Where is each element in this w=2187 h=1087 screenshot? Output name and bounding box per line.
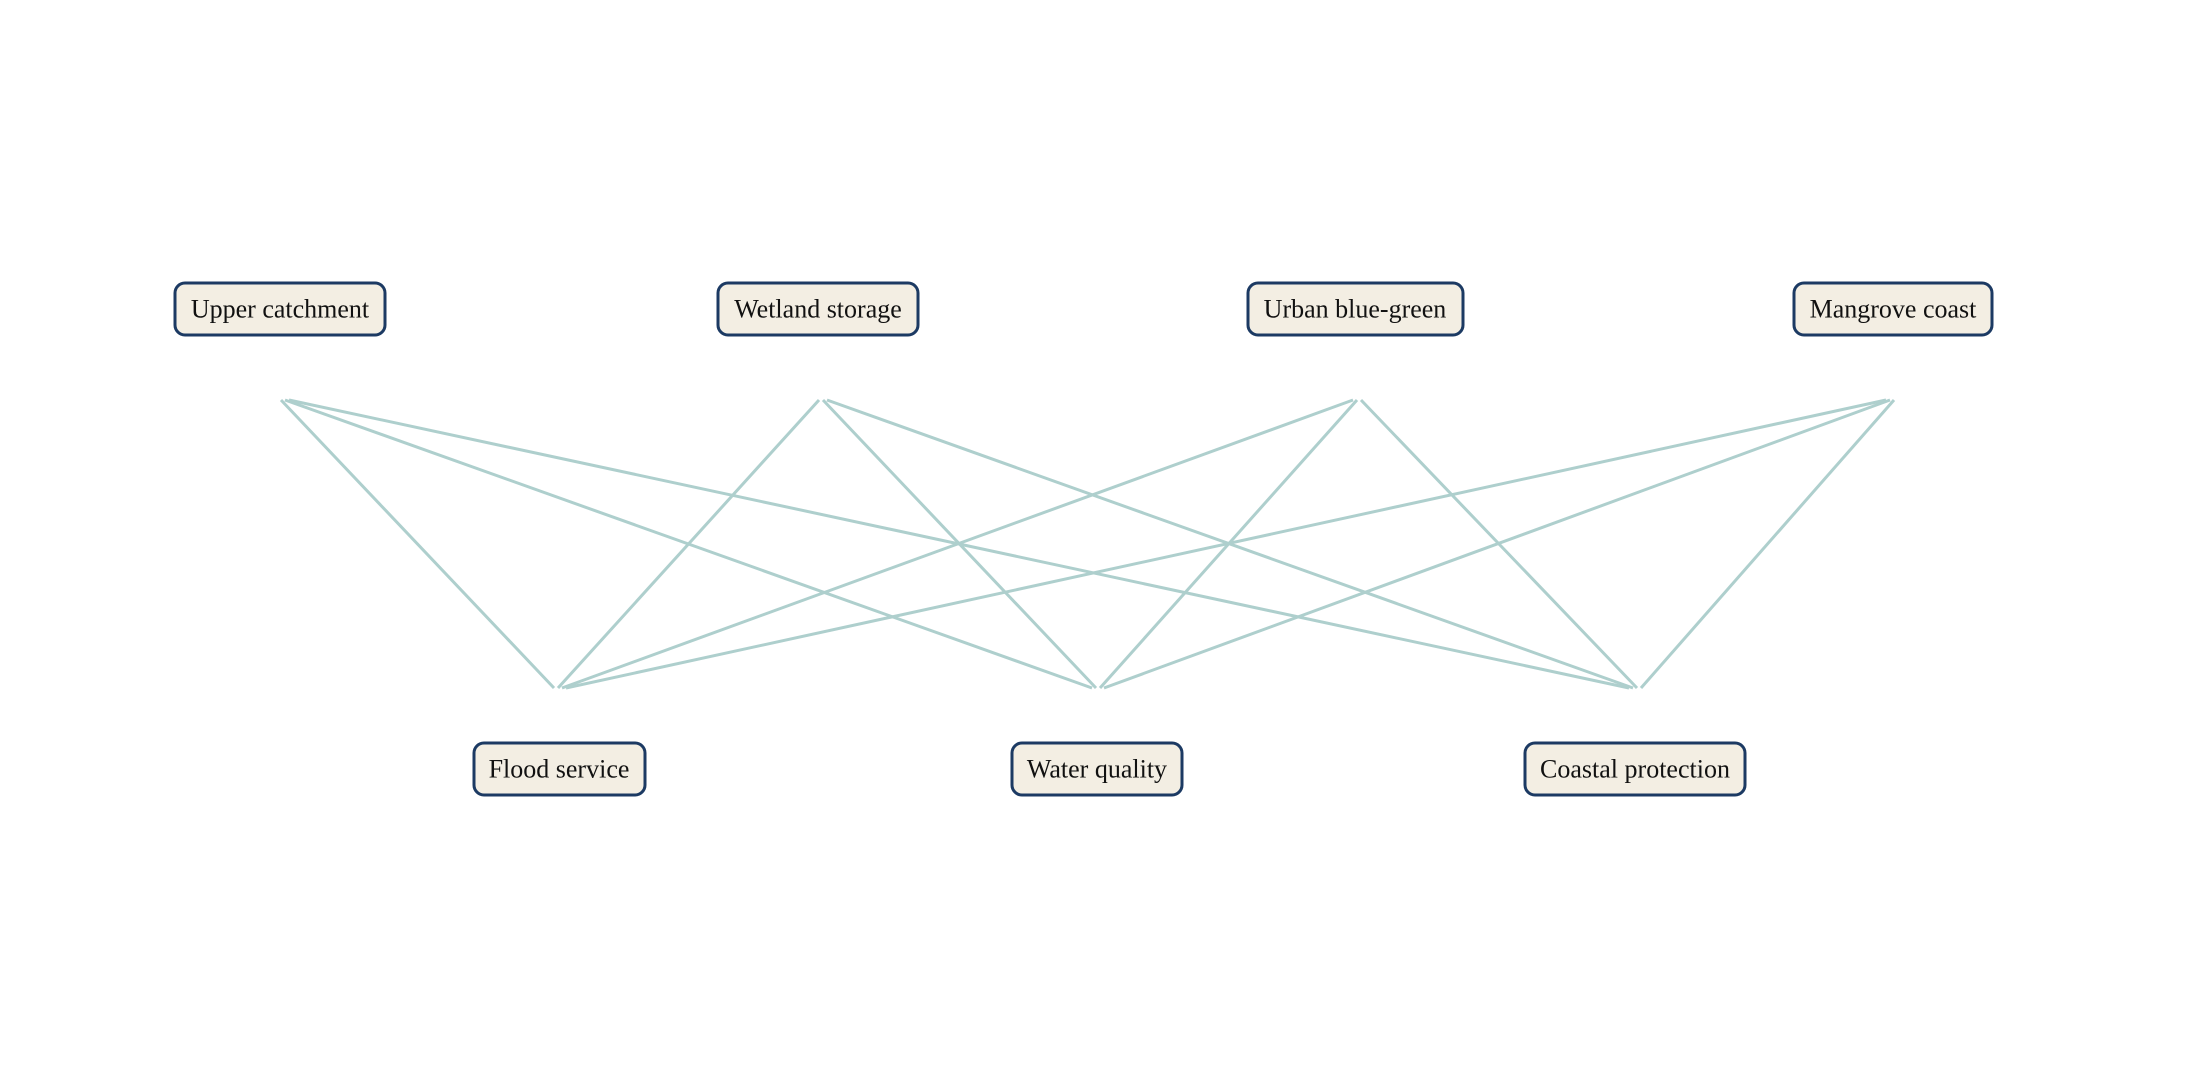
node-coastal-protection: Coastal protection — [1523, 741, 1747, 797]
node-box — [1792, 281, 1994, 337]
edge-urban-blue-green-to-flood-service — [561, 398, 1354, 690]
node-water-quality: Water quality — [1010, 741, 1184, 797]
node-upper-catchment: Upper catchment — [173, 281, 387, 337]
node-box — [1523, 741, 1747, 797]
edge-upper-catchment-to-flood-service — [279, 398, 556, 690]
node-mangrove-coast: Mangrove coast — [1792, 281, 1994, 337]
node-label: Upper catchment — [191, 295, 370, 324]
node-box — [472, 741, 647, 797]
node-label: Urban blue-green — [1264, 295, 1447, 324]
edge-mangrove-coast-to-water-quality — [1103, 398, 1891, 690]
node-box — [173, 281, 387, 337]
node-box — [1010, 741, 1184, 797]
node-wetland-storage: Wetland storage — [716, 281, 920, 337]
node-label: Flood service — [489, 755, 630, 784]
node-label: Mangrove coast — [1810, 295, 1978, 324]
nodes-layer: Upper catchment Wetland storage Urban bl… — [173, 281, 1994, 797]
node-urban-blue-green: Urban blue-green — [1246, 281, 1465, 337]
edges-layer — [279, 398, 1896, 690]
node-label: Wetland storage — [734, 295, 902, 324]
node-label: Coastal protection — [1540, 755, 1730, 784]
edge-mangrove-coast-to-coastal-protection — [1639, 399, 1896, 689]
edge-wetland-storage-to-flood-service — [556, 398, 821, 690]
node-box — [1246, 281, 1465, 337]
edge-mangrove-coast-to-flood-service — [565, 398, 1887, 690]
node-box — [716, 281, 920, 337]
node-label: Water quality — [1027, 755, 1167, 784]
node-flood-service: Flood service — [472, 741, 647, 797]
